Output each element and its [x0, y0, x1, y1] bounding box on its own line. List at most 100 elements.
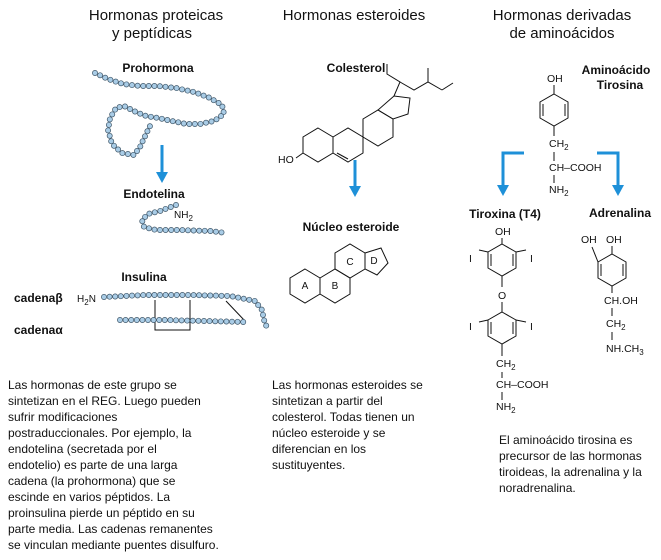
peptide-bead — [162, 227, 169, 233]
peptide-bead — [128, 317, 135, 323]
tyrosine-ch-cooh-label: CH–COOH — [549, 162, 602, 174]
peptide-bead — [184, 87, 191, 94]
peptide-bead — [139, 317, 146, 323]
description-line: tiroideas, la adrenalina y la — [499, 465, 642, 479]
peptide-bead — [101, 294, 107, 300]
peptide-bead — [246, 296, 253, 303]
description-line: cadena (la prohormona) que se — [8, 474, 176, 488]
peptide-bead — [119, 150, 126, 157]
description-line: escinde en varios péptidos. La — [8, 490, 171, 504]
peptide-bead — [156, 83, 163, 90]
peptide-bead — [157, 292, 163, 298]
adrenaline-nhch3-label: NH.CH3 — [606, 343, 644, 357]
peptide-bead — [173, 202, 179, 208]
peptide-bead — [134, 292, 141, 299]
ring-b-label: B — [332, 281, 339, 292]
arrow-cholesterol-to-nucleus — [349, 160, 361, 197]
adrenaline-oh-label-1: OH — [581, 234, 597, 246]
peptide-bead — [240, 319, 247, 325]
peptide-bead — [205, 94, 212, 101]
peptide-bead — [92, 70, 98, 76]
peptide-bead — [260, 311, 266, 318]
adrenaline-ch2-label: CH2 — [606, 318, 626, 332]
peptide-bead — [139, 218, 146, 225]
peptide-bead — [261, 317, 268, 324]
peptide-bead — [215, 100, 222, 106]
adrenaline-structure: OH OH CH.OH CH2 NH.CH3 — [581, 234, 644, 357]
peptide-bead — [212, 318, 219, 325]
peptide-bead — [151, 226, 158, 233]
peptide-bead — [144, 128, 151, 135]
peptide-bead — [169, 118, 176, 125]
peptide-bead — [210, 97, 217, 104]
peptide-bead — [157, 207, 164, 214]
peptide-bead — [145, 317, 151, 323]
description-line: proinsulina pierde un péptido en su — [8, 506, 195, 520]
peptide-bead — [218, 229, 225, 236]
description-line: postraduccionales. Por ejemplo, la — [8, 426, 192, 440]
peptide-bead — [134, 82, 141, 89]
adrenaline-oh-label-2: OH — [606, 234, 622, 246]
tyrosine-nh2-label: NH2 — [549, 184, 569, 198]
prohormone-bead-chain — [92, 70, 227, 158]
description-line: se vinculan mediante puentes disulfuro. — [8, 538, 219, 552]
steroid-nucleus-label: Núcleo esteroide — [303, 220, 400, 234]
peptide-bead — [206, 318, 213, 325]
peptide-bead — [137, 143, 144, 150]
thyroxine-label: Tiroxina (T4) — [469, 207, 541, 221]
peptide-bead — [175, 119, 182, 126]
thyroxine-oh-label: OH — [495, 226, 511, 238]
peptide-bead — [142, 133, 148, 140]
cholesterol-label: Colesterol — [327, 61, 386, 75]
peptide-bead — [105, 127, 112, 134]
peptide-bead — [190, 227, 197, 234]
peptide-bead — [151, 83, 158, 89]
peptide-bead — [111, 142, 117, 149]
peptide-bead — [115, 146, 122, 153]
peptide-bead — [102, 74, 109, 81]
peptide-bead — [112, 78, 119, 85]
cholesterol-ho-label: HO — [278, 154, 294, 166]
tyrosine-ch2-label: CH2 — [549, 138, 569, 152]
header-steroid: Hormonas esteroides — [283, 7, 426, 24]
peptide-bead — [195, 90, 202, 97]
peptide-bead — [190, 292, 197, 299]
peptide-bead — [162, 83, 169, 90]
chain-beta-label: cadenaβ — [14, 291, 63, 305]
endothelin-label: Endotelina — [123, 187, 185, 201]
description-line: endotelio) es parte de una larga — [8, 458, 178, 472]
peptide-bead — [229, 318, 235, 325]
peptide-bead — [201, 292, 208, 299]
peptide-bead — [196, 292, 203, 299]
peptide-bead — [129, 292, 135, 299]
description-line: Las hormonas esteroides se — [272, 378, 423, 392]
peptide-bead — [208, 118, 215, 125]
peptide-bead — [195, 317, 202, 324]
thyroxine-iodine-4: I — [530, 321, 533, 333]
prohormone-label: Prohormona — [122, 61, 194, 75]
peptide-bead — [123, 81, 130, 88]
peptide-bead — [151, 292, 158, 298]
peptide-bead — [191, 121, 198, 127]
peptide-bead — [112, 106, 119, 113]
peptide-bead — [212, 228, 219, 235]
peptide-bead — [150, 317, 157, 323]
peptide-bead — [106, 132, 113, 139]
disulfide-bridges — [154, 300, 246, 331]
peptide-bead — [218, 113, 224, 120]
peptide-bead — [258, 306, 265, 313]
thyroxine-iodine-3: I — [469, 321, 472, 333]
peptide-bead — [173, 292, 180, 298]
peptide-bead — [234, 318, 241, 325]
thyroxine-nh2-label: NH2 — [496, 401, 516, 415]
peptide-bead — [168, 292, 175, 298]
peptide-bead — [157, 227, 163, 233]
peptide-bead — [124, 151, 131, 157]
description-line: colesterol. Todas tienen un — [272, 410, 415, 424]
peptide-bead — [153, 114, 160, 121]
tyrosine-structure: OH CH2 CH–COOH NH2 — [539, 73, 602, 198]
ring-d-label: D — [370, 256, 377, 267]
peptide-bead — [156, 317, 163, 323]
peptide-bead — [139, 138, 146, 145]
peptide-bead — [142, 112, 149, 119]
